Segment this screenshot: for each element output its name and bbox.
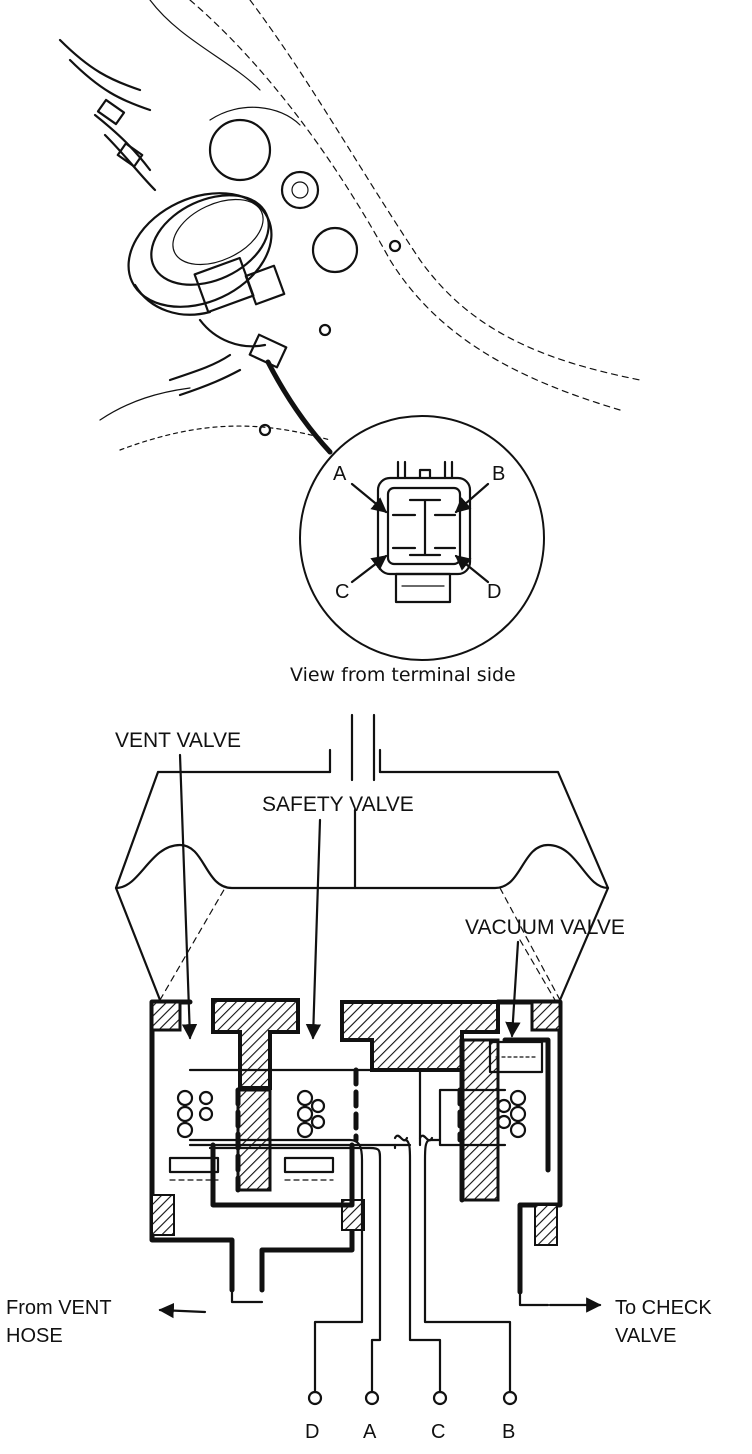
label-vacuum-valve: VACUUM VALVE	[465, 916, 625, 939]
wire-c	[393, 1138, 442, 1394]
hatched-block-left-bottom	[151, 1194, 175, 1236]
label-from-vent-hose-2: HOSE	[6, 1325, 63, 1347]
label-safety-valve: SAFETY VALVE	[262, 793, 414, 816]
terminal-label-a: A	[363, 1421, 377, 1443]
engine-bay-illustration	[58, 0, 641, 455]
pin-label-d: D	[487, 581, 501, 603]
wire-d	[188, 1138, 364, 1394]
terminal-label-d: D	[305, 1421, 319, 1443]
label-from-vent-hose-1: From VENT	[6, 1297, 112, 1319]
pin-d-arrow	[454, 554, 490, 584]
pin-c-arrow	[350, 554, 388, 584]
diaphragm	[114, 843, 610, 890]
detail-circle	[299, 415, 545, 661]
valve-cross-section: VENT VALVE SAFETY VALVE VACUUM VALVE Fro…	[6, 713, 712, 1443]
terminal-c	[432, 1390, 448, 1406]
vacuum-valve-coil	[496, 1089, 527, 1139]
hatched-block-left-top	[150, 1000, 182, 1032]
pin-label-b: B	[492, 463, 505, 485]
hatched-right-wall	[460, 1038, 500, 1202]
arrow-vent-valve	[178, 753, 198, 1040]
pin-label-a: A	[333, 463, 347, 485]
label-vent-valve: VENT VALVE	[115, 729, 241, 752]
hatched-block-right-bottom	[534, 1204, 558, 1246]
terminal-label-c: C	[431, 1421, 445, 1443]
connector-terminal-drawing	[376, 460, 472, 604]
label-to-check-valve-1: To CHECK	[615, 1297, 712, 1319]
safety-valve-coil	[296, 1089, 326, 1139]
connector-detail-callout: A B C D View from terminal side	[290, 415, 545, 686]
terminal-a	[364, 1390, 380, 1406]
arrow-safety-valve	[305, 818, 322, 1040]
arrow-vacuum-valve	[505, 940, 521, 1038]
terminal-d	[307, 1390, 323, 1406]
detail-caption: View from terminal side	[290, 664, 516, 686]
label-to-check-valve-2: VALVE	[615, 1325, 677, 1347]
wire-a	[208, 1146, 382, 1394]
pin-label-c: C	[335, 581, 349, 603]
arrow-from-vent-hose	[158, 1302, 207, 1319]
terminal-b	[502, 1390, 518, 1406]
pin-a-arrow	[350, 482, 388, 514]
valve-body	[149, 999, 563, 1295]
vent-valve-coil	[176, 1089, 214, 1139]
terminal-label-b: B	[502, 1421, 515, 1443]
hatched-t-left	[211, 998, 300, 1090]
pin-b-arrow	[454, 482, 490, 514]
hatched-block-right-top	[530, 1000, 562, 1032]
